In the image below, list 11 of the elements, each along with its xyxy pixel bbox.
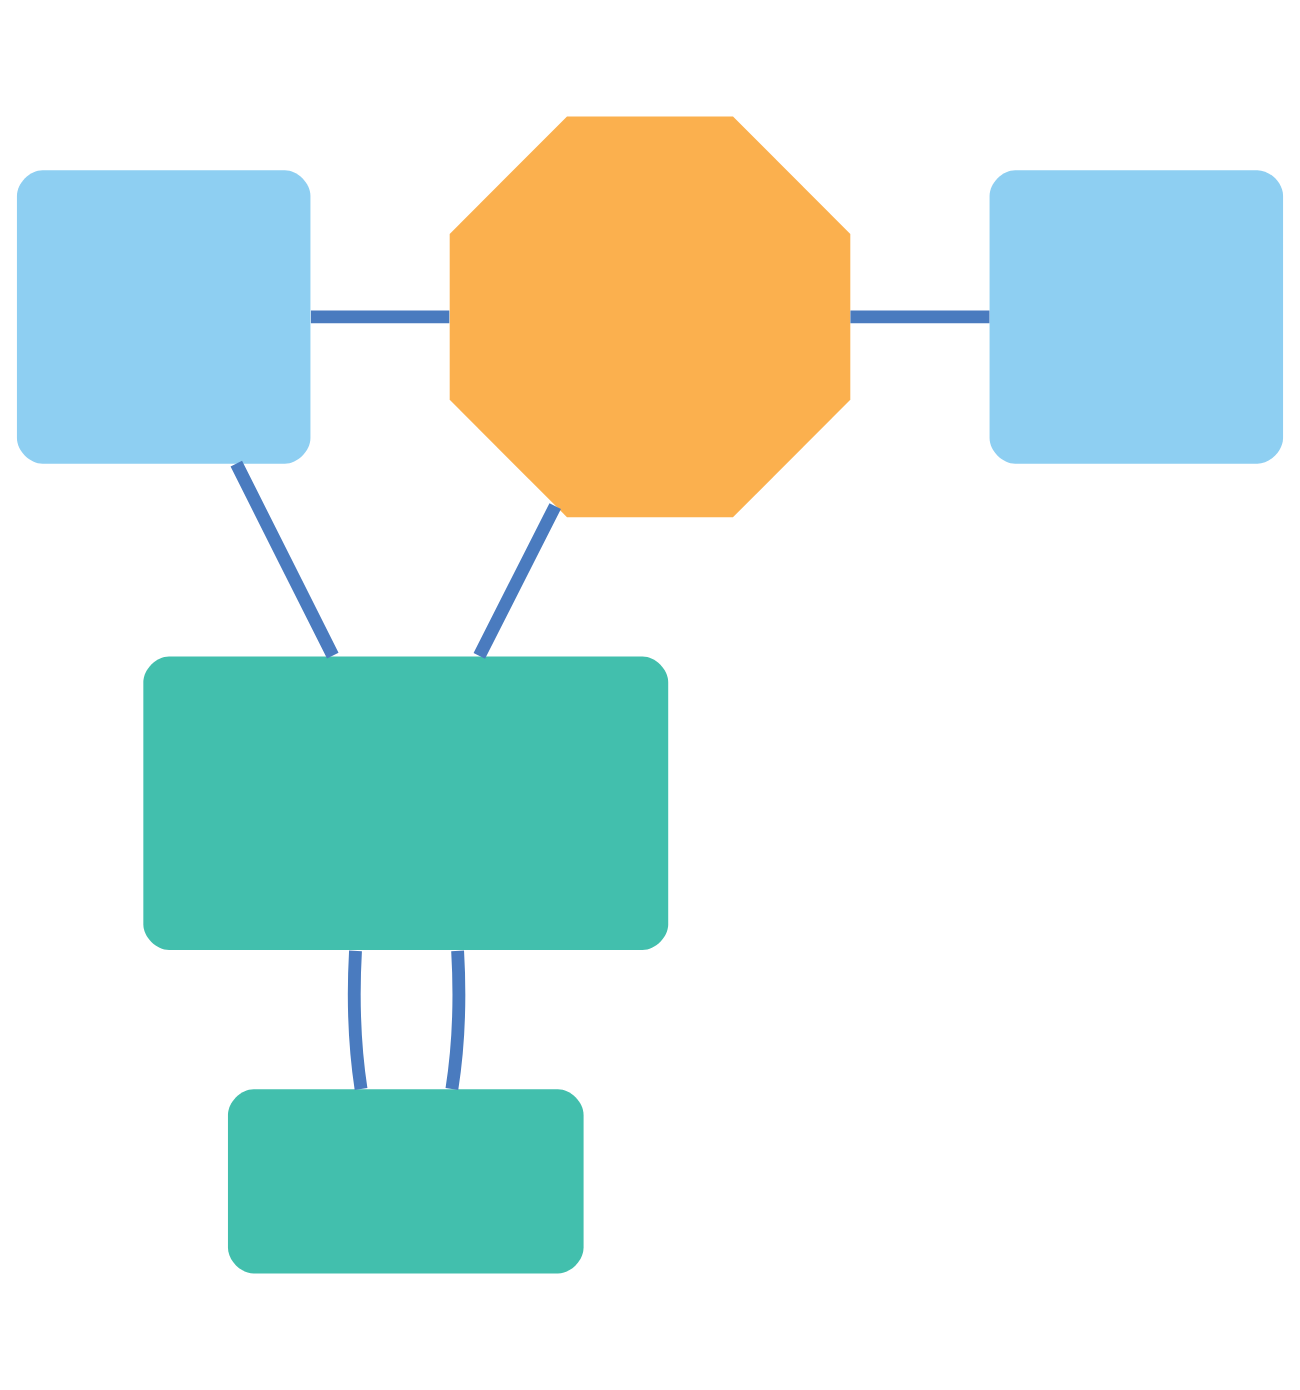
connector — [310, 310, 450, 324]
node-box — [143, 656, 669, 950]
connector — [850, 310, 990, 324]
connector — [473, 503, 561, 659]
node-box — [16, 170, 311, 464]
connector — [347, 950, 368, 1090]
node-box — [989, 170, 1284, 464]
connector — [230, 460, 339, 659]
node-box — [227, 1089, 584, 1274]
node-gear — [449, 116, 851, 518]
connector — [445, 950, 466, 1090]
